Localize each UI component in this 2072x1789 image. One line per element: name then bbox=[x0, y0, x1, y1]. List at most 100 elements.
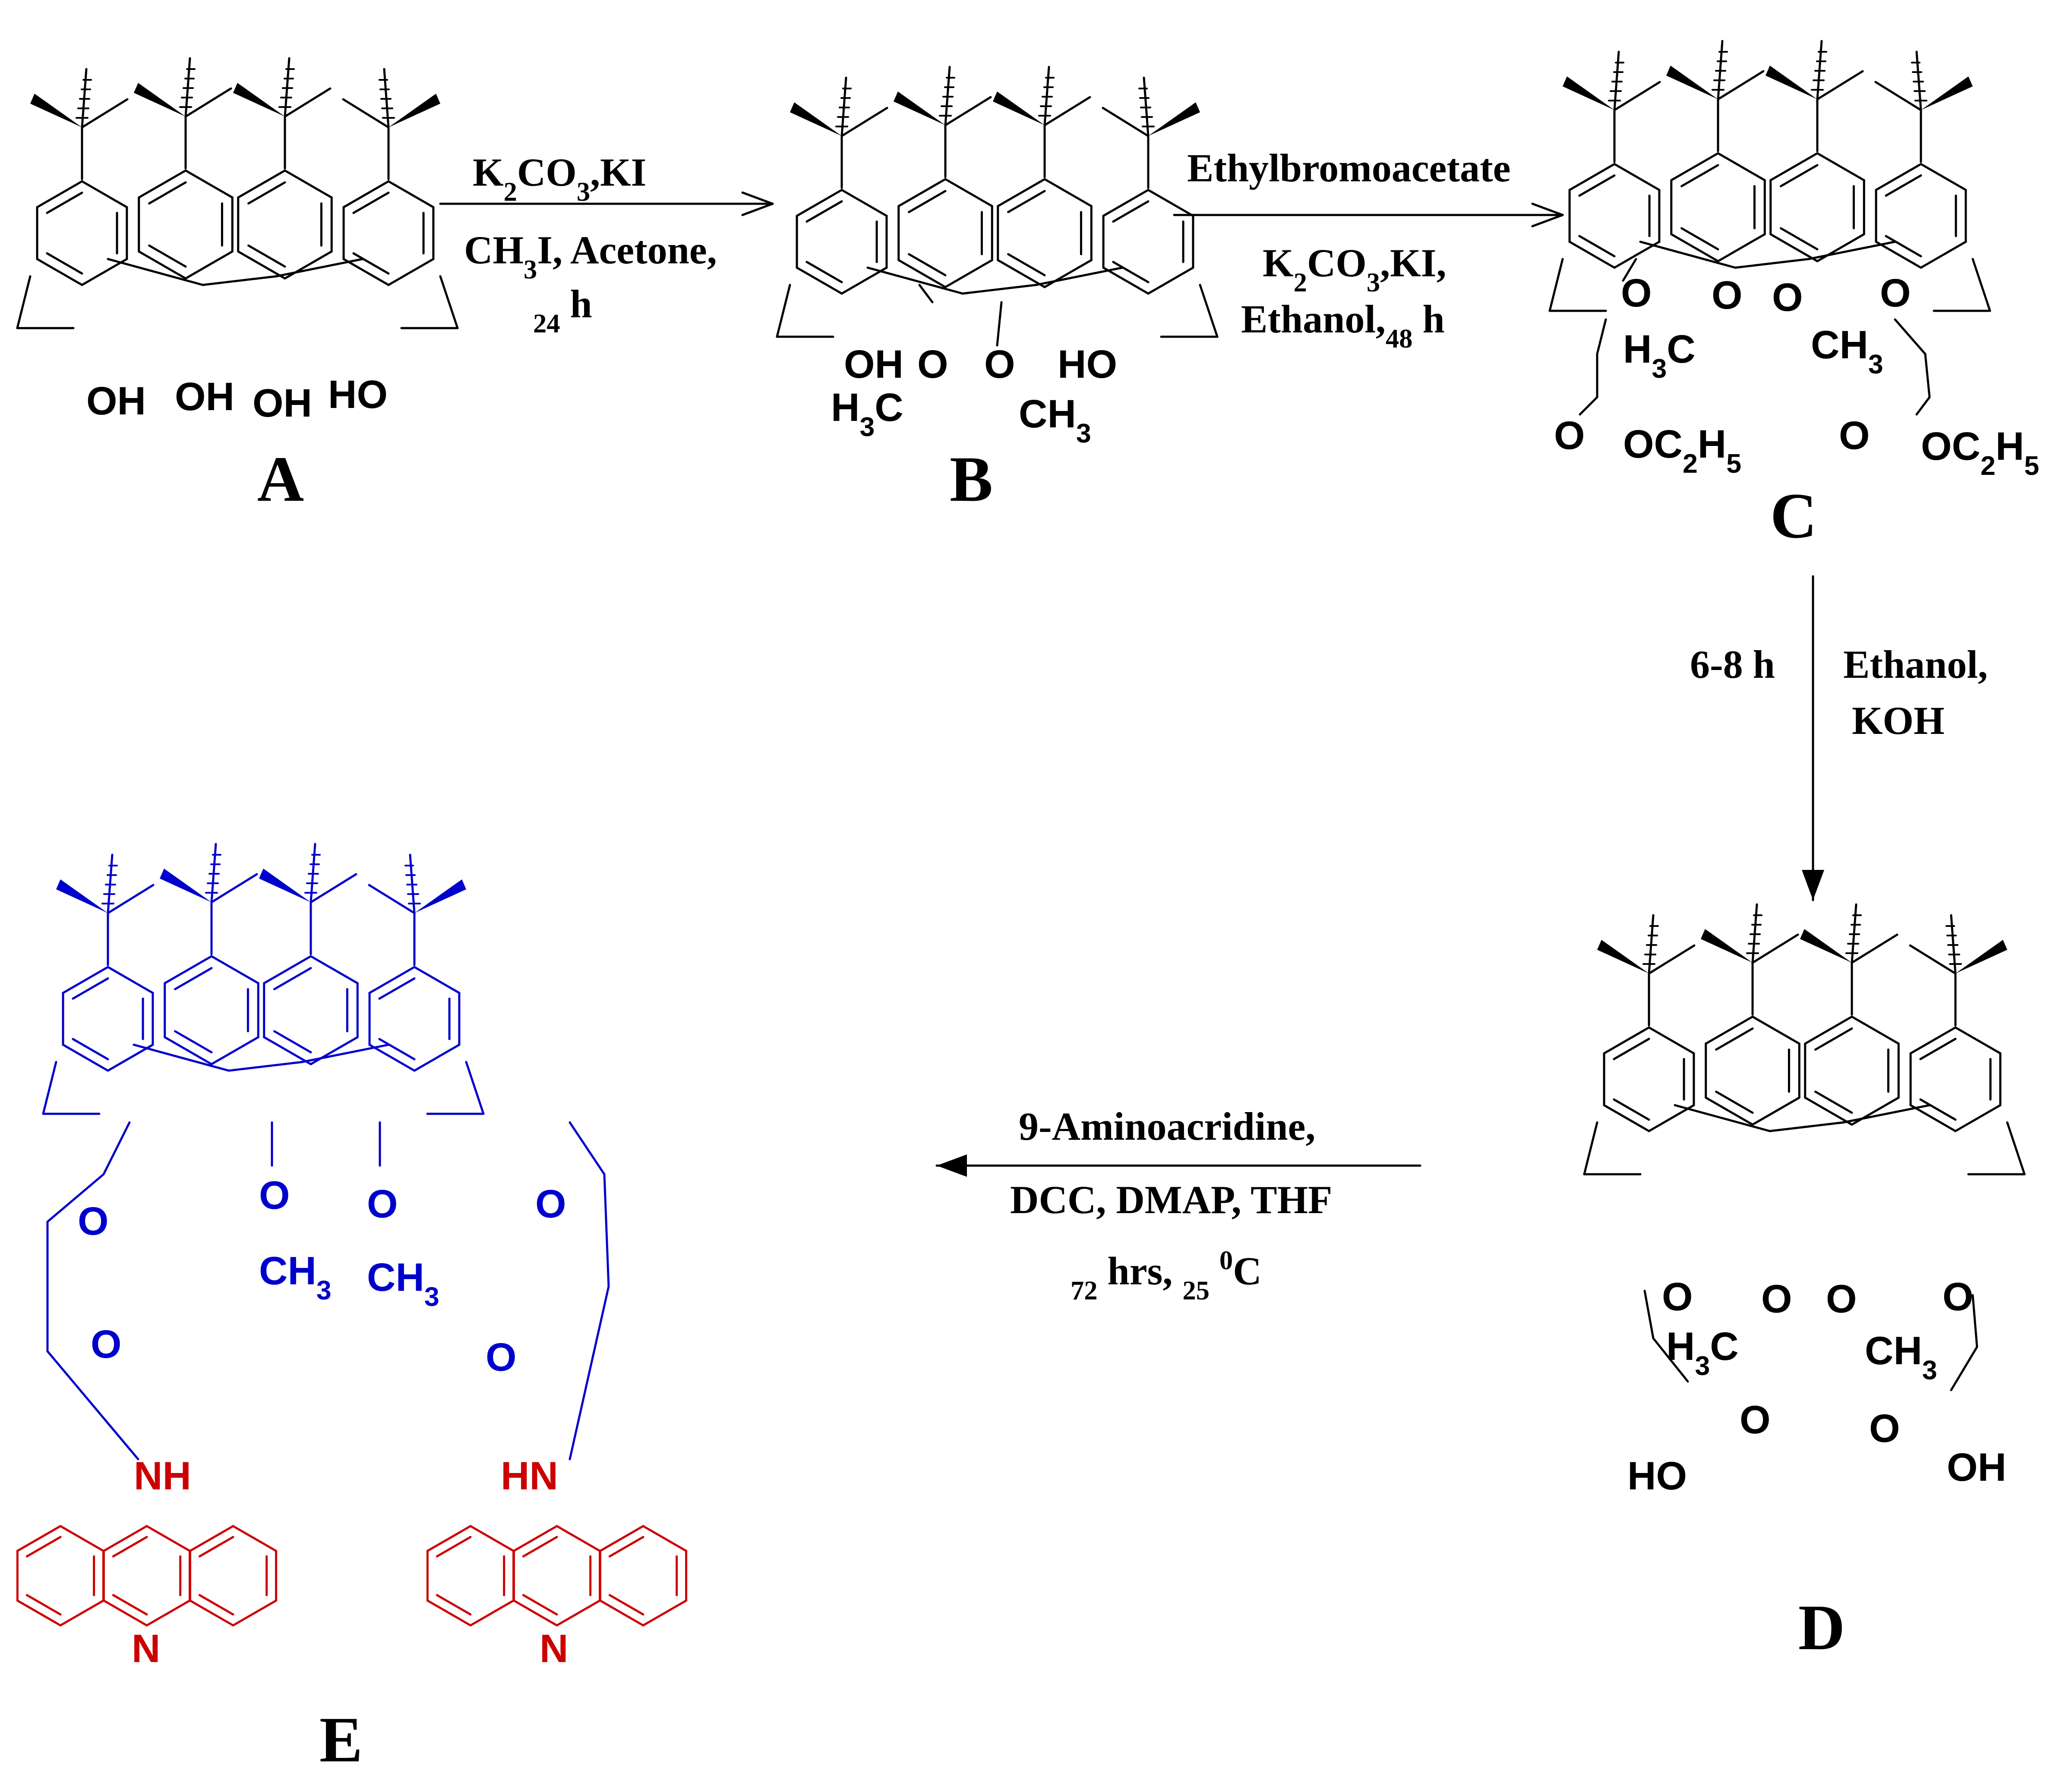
compound-B-structure bbox=[776, 66, 1219, 347]
compound-D-tert-butyl-2 bbox=[1701, 903, 1799, 1016]
compound-A-structure bbox=[16, 57, 459, 329]
compound-B-methoxy-oxygen-1: O bbox=[917, 342, 948, 386]
compound-B-label: B bbox=[950, 443, 993, 515]
compound-B-methyl-2: CH3 bbox=[1019, 392, 1091, 449]
compound-D-ether-oxygen-2: O bbox=[1942, 1275, 1974, 1319]
acridine-right-ring-left bbox=[426, 1525, 515, 1627]
step-3-base: KOH bbox=[1852, 699, 1945, 743]
compound-C-aryl-ring-4 bbox=[1875, 163, 1967, 269]
compound-E-aryl-ring-1 bbox=[62, 966, 154, 1072]
compound-B-methoxy-oxygen-2: O bbox=[984, 342, 1015, 386]
compound-C-structure bbox=[1548, 40, 1991, 416]
acridine-left bbox=[16, 1525, 278, 1627]
step-2-base: K2CO3,KI, bbox=[1263, 241, 1447, 297]
compound-E-acridine-nitrogen-right: N bbox=[540, 1627, 568, 1671]
compound-E-tert-butyl-3 bbox=[259, 843, 357, 955]
arrow-D-to-E bbox=[935, 1154, 1421, 1177]
compound-B-aryl-ring-3 bbox=[997, 178, 1093, 288]
compound-D-tert-butyl-1 bbox=[1597, 914, 1696, 1027]
compound-E-tert-butyl-2 bbox=[160, 843, 258, 955]
compound-B-aryl-ring-2 bbox=[897, 178, 993, 288]
step-4-coupling-solvent: DCC, DMAP, THF bbox=[1010, 1178, 1332, 1222]
compound-E-methoxy-oxygen-2: O bbox=[367, 1182, 398, 1226]
compound-A-hydroxyl-1: OH bbox=[86, 379, 146, 423]
compound-E-methylene-bridges bbox=[42, 1043, 485, 1115]
compound-C-tert-butyl-2 bbox=[1666, 40, 1765, 152]
compound-E-carbonyl-oxygen-1: O bbox=[91, 1322, 122, 1366]
compound-D-acid-hydroxyl-1: HO bbox=[1627, 1454, 1687, 1498]
step-3-solvent: Ethanol, bbox=[1843, 642, 1988, 686]
compound-B-methyl-1: H3C bbox=[831, 386, 903, 442]
step-1-reagent-solvent: CH3I, Acetone, bbox=[464, 228, 717, 284]
compound-A-tert-butyl-1 bbox=[30, 68, 129, 180]
step-1-reagents: K2CO3,KI bbox=[473, 150, 647, 207]
compound-A-aryl-ring-3 bbox=[237, 169, 333, 280]
compound-A-methylene-bridges bbox=[16, 258, 459, 329]
compound-A-aryl-ring-2 bbox=[138, 169, 234, 280]
compound-E-ether-oxygen-2: O bbox=[535, 1182, 566, 1226]
compound-E-ether-oxygen-1: O bbox=[78, 1199, 109, 1243]
compound-B-hydroxyl-2: HO bbox=[1058, 342, 1117, 386]
step-2-solvent-time: Ethanol,48 h bbox=[1241, 297, 1445, 354]
compound-A-tert-butyl-2 bbox=[134, 57, 232, 170]
compound-D-ether-oxygen-1: O bbox=[1662, 1275, 1693, 1319]
compound-B-tert-butyl-3 bbox=[993, 66, 1091, 178]
compound-A-aryl-ring-4 bbox=[342, 180, 435, 286]
acridine-right-ring-center bbox=[512, 1525, 601, 1627]
compound-D-structure bbox=[1583, 903, 2026, 1391]
compound-A-hydroxyl-4: HO bbox=[328, 373, 388, 417]
compound-E-aryl-ring-3 bbox=[263, 955, 359, 1065]
compound-A-tert-butyl-4 bbox=[342, 68, 440, 180]
step-2-reagent: Ethylbromoacetate bbox=[1187, 146, 1510, 190]
compound-C-tert-butyl-3 bbox=[1766, 40, 1864, 152]
compound-E-methoxy-oxygen-1: O bbox=[259, 1173, 290, 1217]
compound-E-tert-butyl-1 bbox=[56, 853, 155, 966]
acridine-left-ring-right bbox=[189, 1525, 278, 1627]
compound-D-aryl-ring-4 bbox=[1909, 1026, 2002, 1132]
acridine-left-ring-left bbox=[16, 1525, 105, 1627]
compound-D-aryl-ring-3 bbox=[1804, 1015, 1900, 1126]
compound-B-aryl-ring-1 bbox=[796, 189, 888, 295]
compound-D-label: D bbox=[1798, 1592, 1845, 1663]
arrow-A-to-B bbox=[439, 191, 774, 216]
compound-C-carbonyl-oxygen-2: O bbox=[1839, 414, 1870, 458]
compound-C-ester-2: OC2H5 bbox=[1921, 424, 2039, 481]
compound-B-tert-butyl-4 bbox=[1102, 76, 1200, 189]
compound-C-ester-1: OC2H5 bbox=[1623, 422, 1741, 479]
compound-D-methoxy-oxygen-2: O bbox=[1826, 1277, 1857, 1321]
compound-B-tert-butyl-2 bbox=[894, 66, 992, 178]
compound-D-aryl-ring-1 bbox=[1603, 1026, 1695, 1132]
compound-B-tert-butyl-1 bbox=[790, 76, 888, 189]
step-1-time: 24 h bbox=[533, 282, 592, 338]
arrow-B-to-C bbox=[1173, 202, 1564, 228]
compound-D-tert-butyl-3 bbox=[1800, 903, 1898, 1016]
compound-E-amide-nh-left: NH bbox=[134, 1454, 191, 1498]
compound-D-aryl-ring-2 bbox=[1705, 1015, 1800, 1126]
compound-E-methyl-2: CH3 bbox=[367, 1255, 439, 1312]
compound-C-methylene-bridges bbox=[1548, 240, 1991, 312]
compound-A-aryl-ring-1 bbox=[36, 180, 128, 286]
compound-A-label: A bbox=[257, 443, 304, 515]
compound-D-tert-butyl-4 bbox=[1909, 914, 2007, 1027]
compound-E-label: E bbox=[319, 1704, 363, 1776]
acridine-right-ring-right bbox=[599, 1525, 688, 1627]
compound-E-methyl-1: CH3 bbox=[259, 1249, 332, 1305]
step-3-time: 6-8 h bbox=[1690, 642, 1775, 686]
compound-C-label: C bbox=[1770, 480, 1817, 552]
compound-E-structure bbox=[16, 843, 688, 1627]
step-4-time-temperature: 72 hrs, 25 0C bbox=[1071, 1245, 1262, 1305]
compound-D-acid-hydroxyl-2: OH bbox=[1947, 1445, 2006, 1489]
compound-C-ether-oxygen-2: O bbox=[1880, 271, 1911, 315]
compound-C-carbonyl-oxygen-1: O bbox=[1554, 414, 1585, 458]
compound-C-tert-butyl-4 bbox=[1874, 51, 1973, 163]
compound-B-aryl-ring-4 bbox=[1102, 189, 1194, 295]
compound-C-methoxy-oxygen-2: O bbox=[1772, 275, 1803, 319]
compound-A-hydroxyl-2: OH bbox=[175, 375, 234, 419]
step-4-reagent: 9-Aminoacridine, bbox=[1019, 1104, 1315, 1148]
compound-D-methylene-bridges bbox=[1583, 1104, 2026, 1176]
arrow-C-to-D bbox=[1802, 575, 1824, 901]
compound-C-aryl-ring-3 bbox=[1769, 152, 1865, 262]
compound-C-ether-oxygen-1: O bbox=[1621, 271, 1652, 315]
compound-D-carbonyl-oxygen-2: O bbox=[1869, 1407, 1900, 1451]
